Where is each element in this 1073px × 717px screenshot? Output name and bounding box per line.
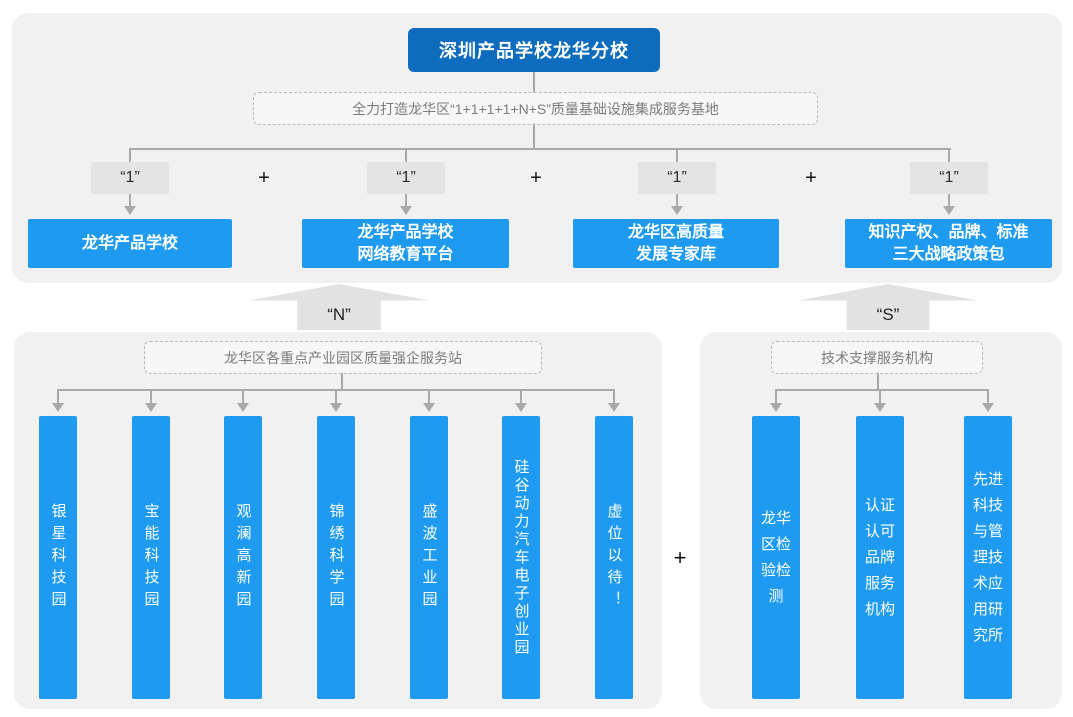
park-column-1: 银星科技园 [39,416,77,699]
park-column-5: 盛波工业园 [410,416,448,699]
arrow-down-icon [145,403,157,412]
unit-label-3: “1” [638,162,716,194]
connector-tech-1 [775,389,777,404]
arrow-down-icon [124,206,136,215]
park-column-6: 硅谷动力汽车电子创业园 [502,416,540,699]
arrow-s-label: “S” [876,305,900,324]
arrow-down-icon [400,206,412,215]
park-column-7: 虚位以待！ [595,416,633,699]
parks-header: 龙华区各重点产业园区质量强企服务站 [144,341,542,374]
block-arrow-up-n-icon: “N” [248,284,430,330]
plus-sign: + [673,545,687,570]
tech-column-label: 先进科技与管理技术应用研究所 [972,470,1003,644]
connector-bus [129,148,951,150]
unit-label-2: “1” [367,162,445,194]
connector-tech-2 [879,389,881,404]
tech-column-2: 认证认可品牌服务机构 [856,416,904,699]
root-node: 深圳产品学校龙华分校 [408,28,660,72]
arrow-down-icon [330,403,342,412]
branch-node-1: 龙华产品学校 [28,219,232,268]
arrow-down-icon [237,403,249,412]
connector-park-4 [335,389,337,404]
tech-column-1: 龙华区检验检测 [752,416,800,699]
arrow-down-icon [943,206,955,215]
arrow-down-icon [423,403,435,412]
arrow-down-icon [874,403,886,412]
block-arrow-up-s-icon: “S” [798,284,978,330]
tech-column-label: 龙华区检验检测 [760,509,791,605]
connector-tech-bus [775,389,989,391]
tech-column-3: 先进科技与管理技术应用研究所 [964,416,1012,699]
arrow-down-icon [982,403,994,412]
branch-node-2: 龙华产品学校 网络教育平台 [302,219,509,268]
connector-mission-bus [533,123,535,149]
plus-sign: + [530,167,542,189]
arrow-down-icon [515,403,527,412]
arrow-down-icon [52,403,64,412]
arrow-down-icon [671,206,683,215]
unit-label-1: “1” [91,162,169,194]
tech-column-label: 认证认可品牌服务机构 [864,496,895,618]
arrow-down-icon [608,403,620,412]
park-column-3: 观澜高新园 [224,416,262,699]
branch-node-3: 龙华区高质量 发展专家库 [573,219,779,268]
mission-banner: 全力打造龙华区“1+1+1+1+N+S”质量基础设施集成服务基地 [253,92,818,125]
tech-header: 技术支撑服务机构 [771,341,983,374]
connector-park-3 [242,389,244,404]
arrow-down-icon [770,403,782,412]
branch-node-4: 知识产权、品牌、标准 三大战略政策包 [845,219,1052,268]
connector-tech-3 [987,389,989,404]
park-column-4: 锦绣科学园 [317,416,355,699]
arrow-n-label: “N” [327,305,351,324]
connector-root-mission [533,72,535,92]
plus-sign: + [258,167,270,189]
connector-tech-drop [877,372,879,390]
unit-label-4: “1” [910,162,988,194]
connector-park-1 [57,389,59,404]
plus-sign: + [805,167,817,189]
park-column-2: 宝能科技园 [132,416,170,699]
connector-park-2 [150,389,152,404]
connector-parks-drop [341,372,343,390]
connector-park-6 [520,389,522,404]
connector-park-7 [613,389,615,404]
connector-park-5 [428,389,430,404]
